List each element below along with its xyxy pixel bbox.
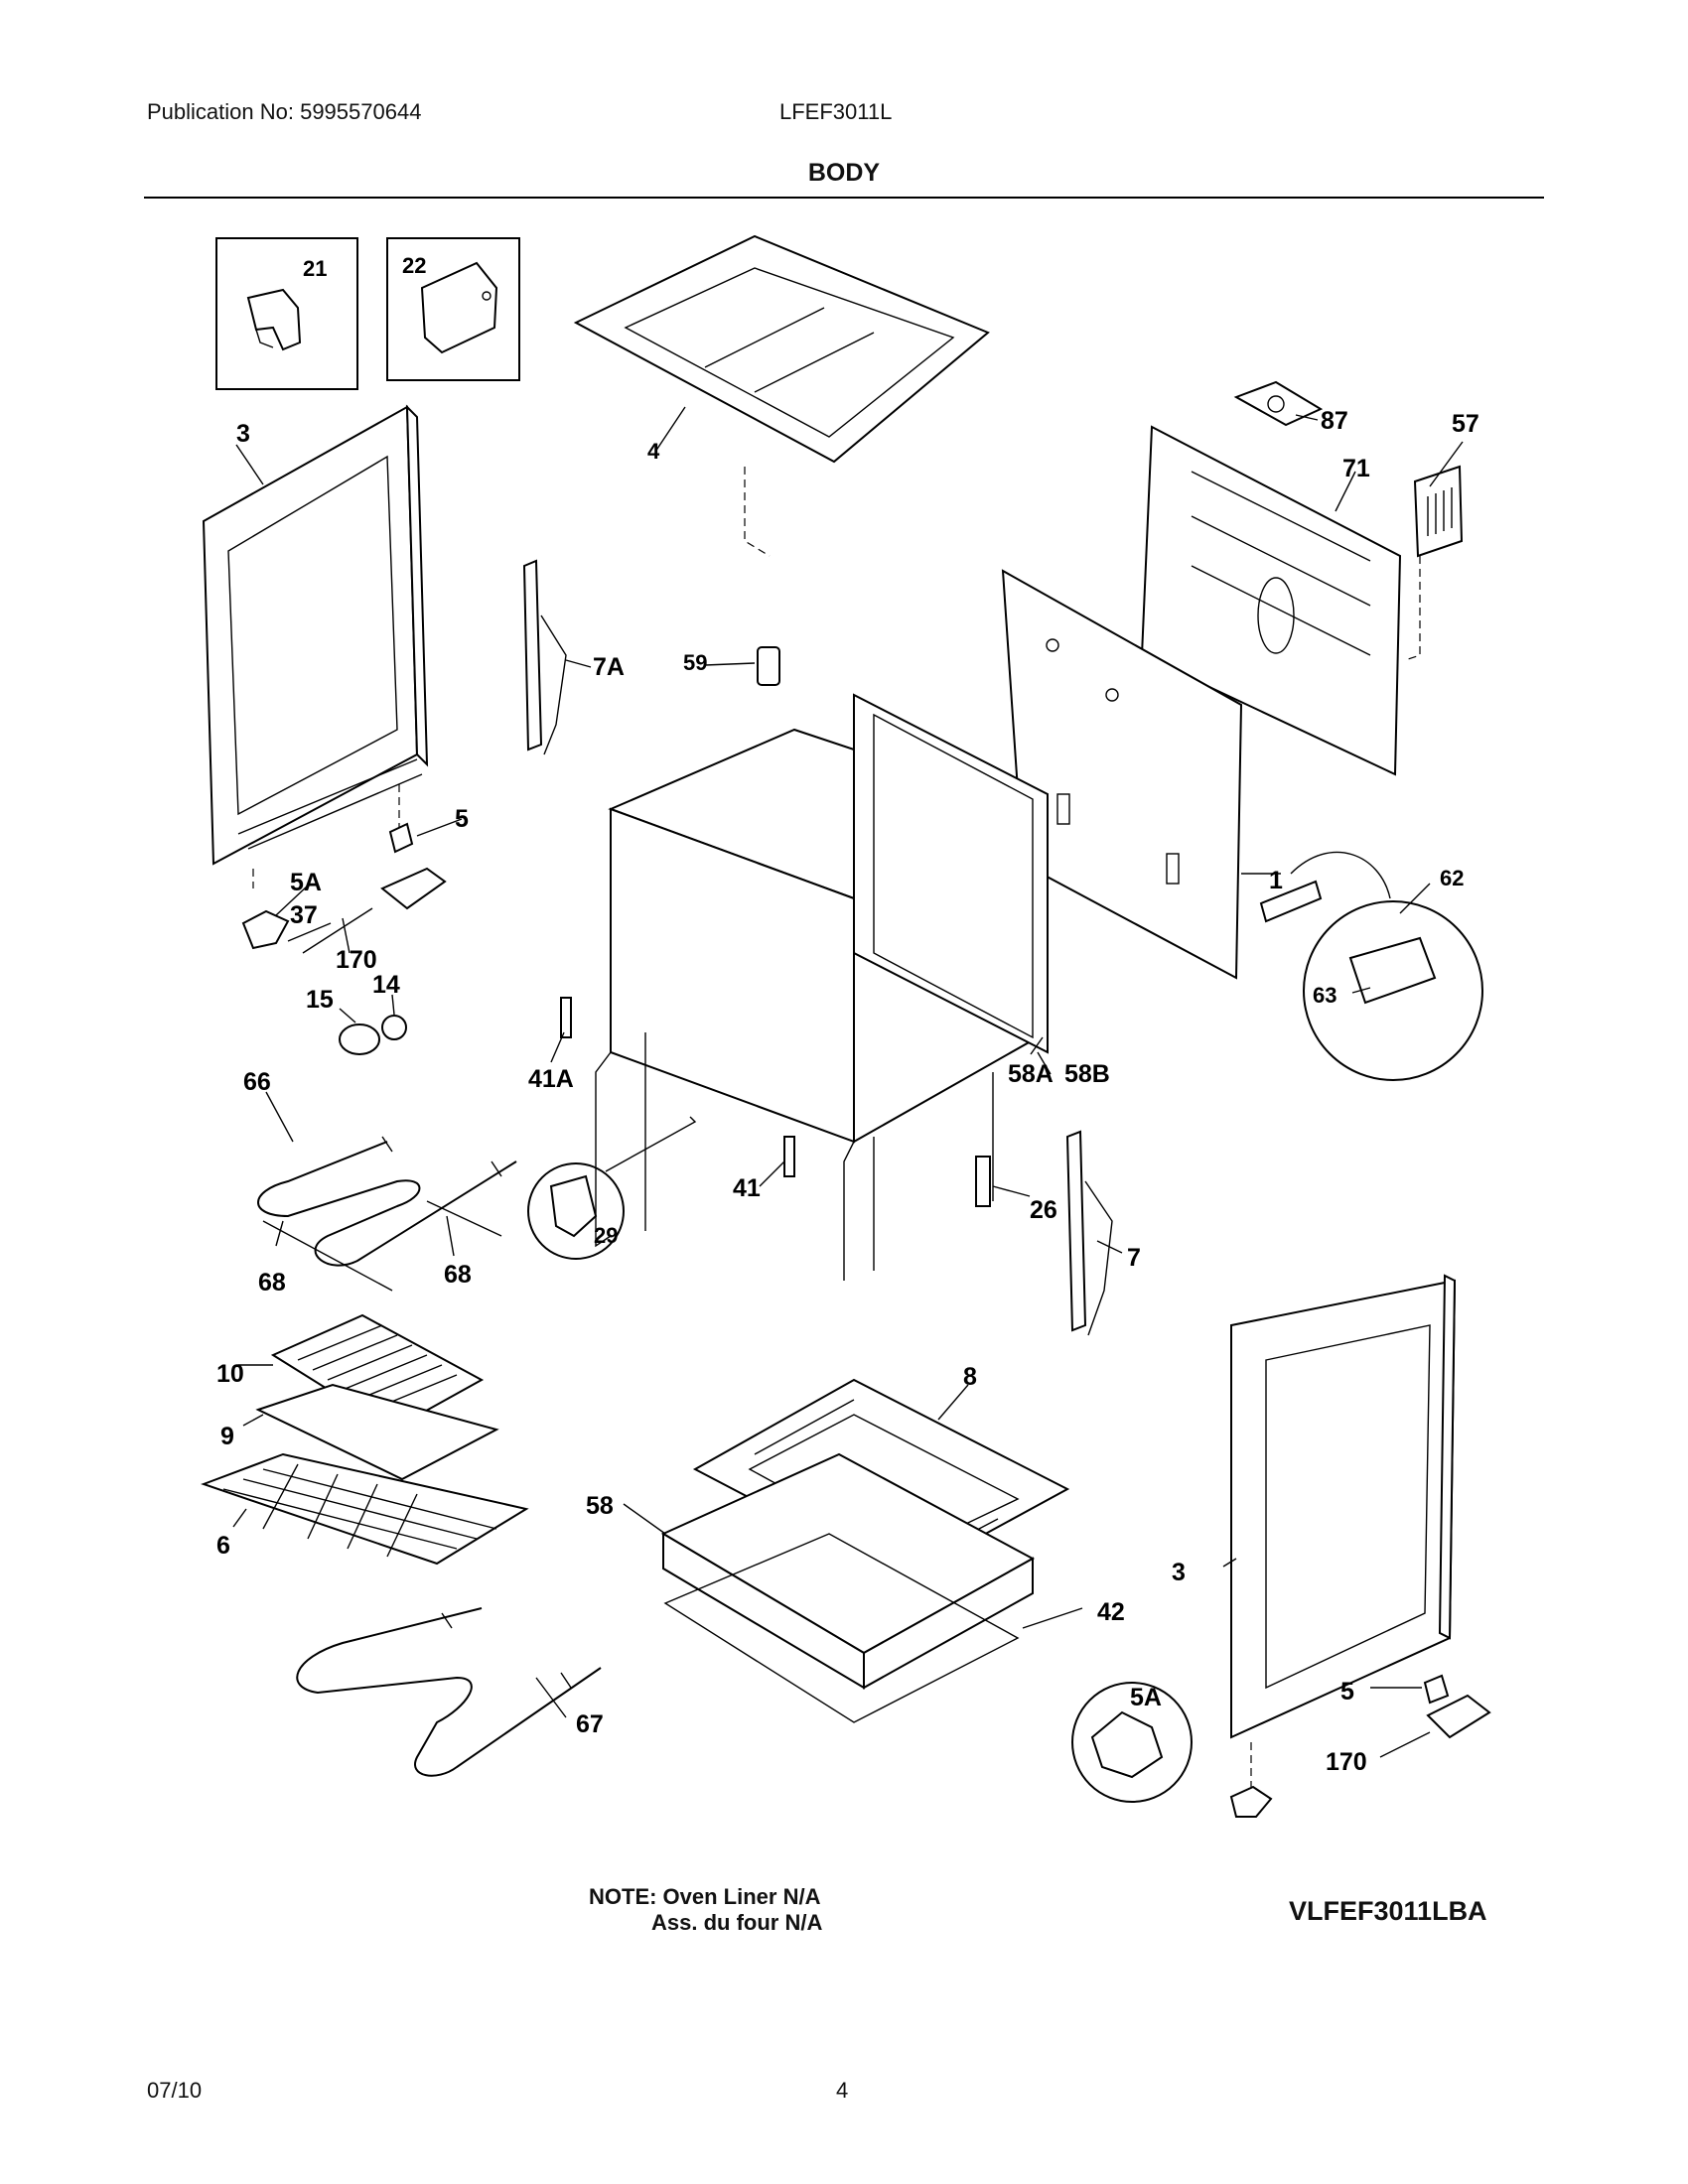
header-rule bbox=[144, 197, 1544, 199]
footer-date: 07/10 bbox=[147, 2078, 203, 2103]
back-panel-71 bbox=[1140, 425, 1402, 776]
callout-7a: 7A bbox=[593, 653, 625, 681]
callout-3-left: 3 bbox=[236, 420, 250, 448]
callout-26: 26 bbox=[1030, 1196, 1057, 1224]
broil-pan-9 bbox=[255, 1383, 499, 1481]
callout-41a: 41A bbox=[528, 1065, 574, 1093]
callout-10: 10 bbox=[216, 1360, 244, 1388]
callout-66: 66 bbox=[243, 1068, 271, 1096]
callout-58: 58 bbox=[586, 1492, 614, 1520]
bracket-26 bbox=[975, 1156, 991, 1207]
callout-5-right: 5 bbox=[1340, 1678, 1354, 1706]
callout-71: 71 bbox=[1342, 455, 1370, 482]
callout-21: 21 bbox=[303, 256, 327, 281]
callout-5a-right: 5A bbox=[1130, 1684, 1162, 1711]
callout-4: 4 bbox=[647, 439, 660, 464]
callout-67: 67 bbox=[576, 1710, 604, 1738]
leader-lines bbox=[232, 406, 1464, 1758]
note-line-1: NOTE: Oven Liner N/A bbox=[589, 1884, 821, 1909]
callout-22: 22 bbox=[402, 253, 426, 278]
right-side-panel bbox=[1230, 1274, 1457, 1787]
hinge-receiver-inset-5a bbox=[1071, 1682, 1193, 1803]
callout-1: 1 bbox=[1269, 867, 1283, 894]
callout-87: 87 bbox=[1321, 407, 1348, 435]
bake-element-67 bbox=[296, 1607, 602, 1777]
left-side-panel bbox=[202, 404, 429, 888]
callout-29: 29 bbox=[594, 1223, 618, 1248]
bracket-170a bbox=[302, 867, 447, 954]
bracket-41a bbox=[560, 997, 572, 1038]
leveling-leg-5 bbox=[388, 822, 414, 854]
insulation-68 bbox=[262, 1200, 502, 1292]
glide-59 bbox=[757, 646, 780, 686]
callout-3-right: 3 bbox=[1172, 1559, 1186, 1586]
callout-6: 6 bbox=[216, 1532, 230, 1560]
insulation-58 bbox=[660, 1452, 1036, 1690]
callout-7: 7 bbox=[1127, 1244, 1141, 1272]
hinge-receiver-5a-lower bbox=[1229, 1785, 1273, 1818]
oven-body-frame bbox=[595, 693, 1049, 1281]
bottom-pan-42 bbox=[663, 1533, 1020, 1723]
callout-8: 8 bbox=[963, 1363, 977, 1391]
broil-element-66 bbox=[257, 1136, 517, 1267]
section-title: BODY bbox=[807, 159, 881, 187]
hinge-7a bbox=[522, 559, 567, 755]
callout-15: 15 bbox=[306, 986, 334, 1014]
callout-9: 9 bbox=[220, 1423, 234, 1450]
callout-170-right: 170 bbox=[1326, 1748, 1367, 1776]
publication-number: Publication No: 5995570644 bbox=[147, 99, 422, 124]
lamp-15 bbox=[339, 1024, 380, 1055]
callout-14: 14 bbox=[372, 971, 400, 999]
callout-68-right: 68 bbox=[444, 1261, 472, 1289]
callout-58b: 58B bbox=[1064, 1060, 1110, 1088]
bracket-170-lower bbox=[1426, 1694, 1491, 1739]
callout-170-left: 170 bbox=[336, 946, 377, 974]
terminal-cover-57 bbox=[1404, 465, 1464, 661]
back-panel-1 bbox=[1001, 569, 1243, 980]
inset-box-21 bbox=[215, 237, 358, 390]
leveling-leg-5-lower bbox=[1423, 1674, 1450, 1705]
hinge-receiver-5a bbox=[241, 909, 290, 950]
callout-41: 41 bbox=[733, 1174, 761, 1202]
callout-59: 59 bbox=[683, 650, 707, 675]
callout-68-left: 68 bbox=[258, 1269, 286, 1297]
callout-57: 57 bbox=[1452, 410, 1479, 438]
note-line-2: Ass. du four N/A bbox=[651, 1910, 823, 1935]
callout-42: 42 bbox=[1097, 1598, 1125, 1626]
hinge-7 bbox=[1065, 1130, 1113, 1336]
callout-58a: 58A bbox=[1008, 1060, 1054, 1088]
inset-box-22 bbox=[386, 237, 520, 381]
callout-5-left: 5 bbox=[455, 805, 469, 833]
bracket-41 bbox=[783, 1136, 795, 1177]
callout-62: 62 bbox=[1440, 866, 1464, 890]
oven-rack-6 bbox=[201, 1452, 529, 1566]
top-panel bbox=[573, 234, 990, 557]
latch-inset-29 bbox=[527, 1116, 697, 1260]
diagram-code: VLFEF3011LBA bbox=[1289, 1896, 1487, 1926]
gasket-87 bbox=[1233, 380, 1324, 427]
callout-37: 37 bbox=[290, 901, 318, 929]
model-number: LFEF3011L bbox=[779, 99, 893, 124]
page-number: 4 bbox=[836, 2078, 849, 2103]
callout-63: 63 bbox=[1313, 983, 1336, 1008]
callout-5a-left: 5A bbox=[290, 869, 322, 896]
terminal-block-62 bbox=[1259, 851, 1483, 1081]
lamp-socket-14 bbox=[381, 1015, 407, 1040]
